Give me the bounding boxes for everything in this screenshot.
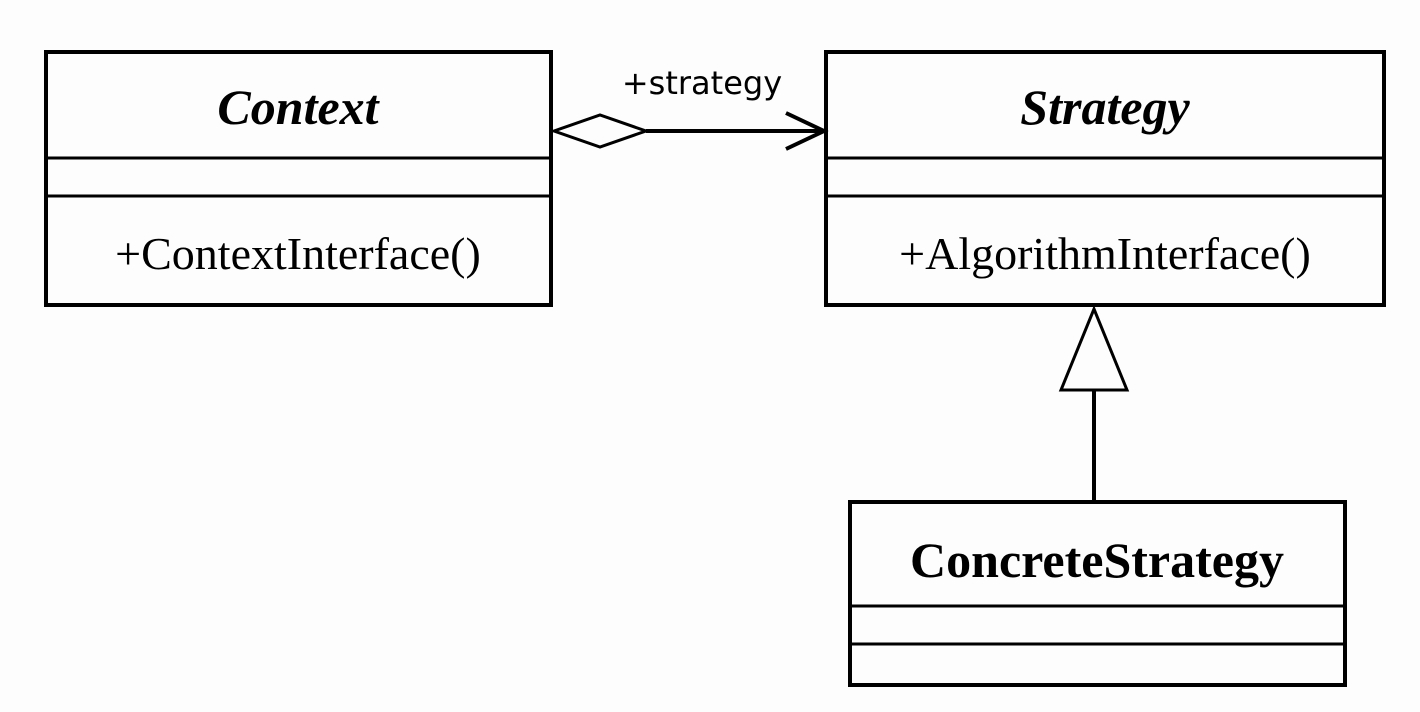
class-concrete-strategy-name: ConcreteStrategy bbox=[910, 532, 1284, 588]
class-strategy-name: Strategy bbox=[1020, 79, 1190, 135]
aggregation-diamond-icon bbox=[549, 113, 651, 149]
class-concrete-strategy[interactable]: ConcreteStrategy bbox=[848, 500, 1347, 687]
class-concrete-strategy-box bbox=[848, 500, 1347, 687]
navigability-arrowhead-icon bbox=[785, 111, 829, 151]
generalization-association[interactable] bbox=[1058, 305, 1130, 502]
class-context[interactable]: Context +ContextInterface() bbox=[44, 50, 553, 307]
aggregation-role-label: +strategy bbox=[622, 64, 782, 102]
class-context-name: Context bbox=[217, 79, 380, 135]
generalization-triangle-icon bbox=[1058, 305, 1130, 392]
aggregation-association[interactable]: +strategy bbox=[549, 64, 829, 151]
class-context-box bbox=[44, 50, 553, 307]
class-strategy-operation: +AlgorithmInterface() bbox=[899, 228, 1311, 279]
class-strategy-box bbox=[824, 50, 1386, 307]
class-context-operation: +ContextInterface() bbox=[115, 228, 481, 279]
class-strategy[interactable]: Strategy +AlgorithmInterface() bbox=[824, 50, 1386, 307]
